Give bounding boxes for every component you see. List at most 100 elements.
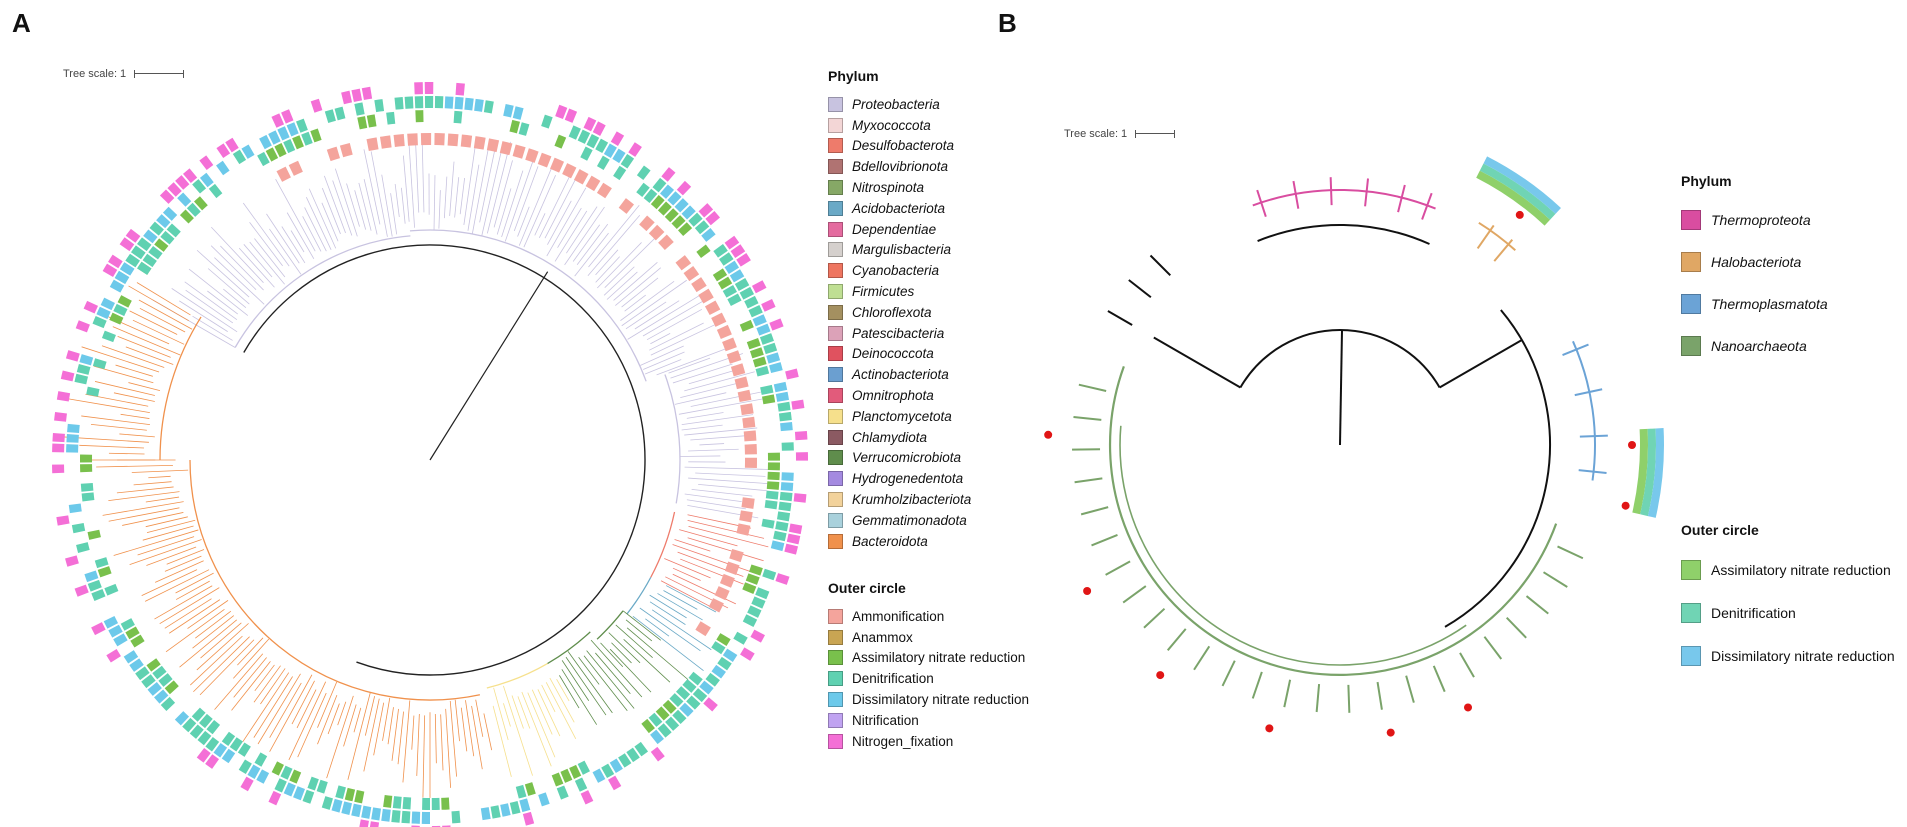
ring-segment (74, 373, 89, 385)
tree-leaf-branch (443, 176, 448, 219)
ring-segment (683, 265, 700, 282)
legend-item: Gemmatimonadota (828, 510, 971, 531)
tree-leaf-branch (613, 262, 658, 301)
ring-segment (407, 133, 418, 146)
tree-leaf-branch (207, 290, 239, 315)
tree-leaf-branch (214, 653, 264, 710)
tree-leaf-branch (171, 288, 238, 333)
tree-tip-branch (1421, 192, 1433, 220)
ring-segment (339, 142, 353, 158)
tree-tip-branch (1221, 660, 1236, 687)
ring-segment (52, 464, 65, 474)
tree-leaf-branch (237, 637, 264, 666)
ring-segment (775, 521, 789, 532)
tree-leaf-branch (496, 188, 512, 235)
tree-leaf-branch (286, 212, 315, 260)
ring-segment (675, 686, 691, 701)
ring-segment (657, 201, 672, 216)
legend-label: Patescibacteria (852, 325, 945, 341)
legend-item: Desulfobacterota (828, 136, 971, 157)
tree-leaf-branch (625, 619, 653, 642)
ring-segment (737, 389, 752, 403)
tree-leaf-branch (370, 151, 388, 237)
legend-label: Krumholzibacteriota (852, 492, 972, 508)
tree-leaf-branch (644, 359, 682, 375)
tree-leaf-branch (699, 443, 725, 446)
tree-tip-branch (1397, 184, 1406, 213)
ring-segment (454, 96, 464, 110)
ring-segment (577, 760, 590, 775)
tree-leaf-branch (242, 672, 290, 742)
legend-item: Thermoproteota (1681, 199, 1828, 241)
tree-leaf-branch (220, 245, 264, 291)
ring-segment (65, 350, 80, 362)
tree-leaf-branch (144, 569, 210, 602)
tree-leaf-branch (199, 639, 255, 696)
marker-dot (1265, 724, 1274, 733)
ring-segment (742, 614, 758, 627)
tree-leaf-branch (679, 529, 738, 547)
tree-leaf-branch (622, 610, 662, 641)
ring-segment (716, 633, 731, 646)
legend-label: Margulisbacteria (852, 242, 952, 258)
ring-segment (556, 785, 569, 800)
tree-leaf-branch (615, 267, 662, 306)
tree-leaf-branch (381, 174, 393, 237)
ring-segment (734, 278, 750, 291)
ring-segment (620, 154, 635, 169)
ring-segment (276, 166, 291, 182)
tree-tip-branch (1256, 189, 1267, 218)
ring-segment (52, 443, 65, 453)
tree-tip-branch (1107, 310, 1133, 326)
ring-segment (778, 501, 792, 512)
ring-segment (383, 794, 393, 808)
legend-label: Bacteroidota (852, 533, 928, 549)
ring-segment (736, 253, 751, 267)
ring-segment (103, 615, 119, 629)
ring-segment (762, 394, 776, 405)
legend-label: Actinobacteriota (852, 367, 949, 383)
tree-leaf-branch (145, 516, 188, 528)
ring-segment (198, 713, 213, 729)
tree-leaf-branch (164, 598, 212, 629)
ring-segment (216, 143, 231, 159)
ring-segment (434, 96, 444, 109)
tree-leaf-branch (639, 607, 701, 652)
ring-segment (238, 759, 252, 774)
tree-leaf-branch (680, 383, 736, 398)
tree-tip-branch (1078, 383, 1107, 392)
ring-segment (672, 709, 687, 725)
legend-swatch (1681, 645, 1701, 666)
ring-segment (114, 270, 130, 284)
tree-leaf-branch (397, 711, 404, 765)
ring-segment (560, 768, 573, 783)
legend-label: Chloroflexota (852, 304, 932, 320)
tree-leaf-branch (337, 701, 347, 726)
tree-leaf-branch (165, 609, 225, 653)
tree-leaf-branch (467, 164, 480, 231)
tree-leaf-branch (146, 519, 196, 534)
ring-segment (726, 350, 742, 364)
ring-segment (554, 134, 567, 149)
ring-segment (326, 146, 341, 162)
tree-leaf-branch (681, 414, 754, 426)
ring-segment (460, 134, 473, 148)
ring-segment (84, 570, 99, 583)
tree-tip-branch (1105, 560, 1131, 576)
ring-segment (125, 253, 140, 268)
tree-leaf-branch (138, 299, 193, 330)
ring-segment (125, 228, 141, 243)
tree-leaf-branch (125, 346, 174, 365)
ring-segment (351, 803, 362, 818)
legend-item: Verrucomicrobiota (828, 448, 971, 469)
tree-leaf-branch (521, 691, 552, 767)
tree-leaf-branch (128, 382, 161, 392)
tree-backbone (1444, 309, 1551, 628)
tree-tip-branch (1283, 679, 1292, 708)
ring-segment (586, 133, 600, 149)
ring-segment (744, 457, 757, 468)
tree-leaf-branch (603, 266, 635, 296)
ring-segment (142, 253, 157, 268)
tree-leaf-branch (586, 650, 635, 709)
